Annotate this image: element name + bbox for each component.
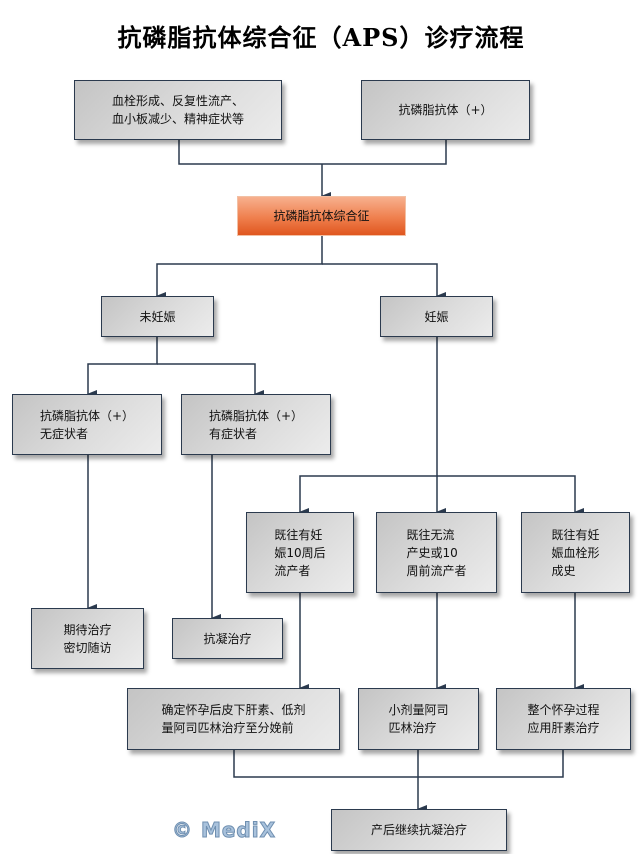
node-antibody-positive: 抗磷脂抗体（+） [361,80,530,140]
connector [87,336,158,398]
connector [322,263,446,300]
connector [178,138,447,165]
connector [299,336,438,516]
node-no-loss-or-before-10w: 既往无流 产史或10 周前流产者 [376,512,497,593]
connector [157,363,264,398]
diagram-title: 抗磷脂抗体综合征（APS）诊疗流程 [117,23,525,52]
node-anticoagulation: 抗凝治疗 [172,618,283,659]
connector [156,236,323,300]
node-asymptomatic: 抗磷脂抗体（+） 无症状者 [12,394,162,455]
node-aps: 抗磷脂抗体综合征 [237,196,406,236]
watermark-logo: © MediX [171,818,277,843]
node-not-pregnant: 未妊娠 [101,296,214,337]
node-prior-pregnancy-thrombosis: 既往有妊 娠血栓形 成史 [521,512,630,593]
node-symptoms: 血栓形成、反复性流产、 血小板减少、精神症状等 [74,80,282,140]
node-postpartum: 产后继续抗凝治疗 [331,809,507,851]
node-pregnant: 妊娠 [380,296,493,337]
connector [233,749,564,778]
node-expectant-followup: 期待治疗 密切随访 [31,608,144,669]
node-low-dose-aspirin: 小剂量阿司 匹林治疗 [358,688,479,750]
node-heparin-aspirin: 确定怀孕后皮下肝素、低剂 量阿司匹林治疗至分娩前 [127,688,340,750]
node-prior-loss-after-10w: 既往有妊 娠10周后 流产者 [246,512,354,593]
connector [437,475,584,516]
node-heparin-whole-pregnancy: 整个怀孕过程 应用肝素治疗 [496,688,631,750]
node-symptomatic: 抗磷脂抗体（+） 有症状者 [181,394,331,455]
